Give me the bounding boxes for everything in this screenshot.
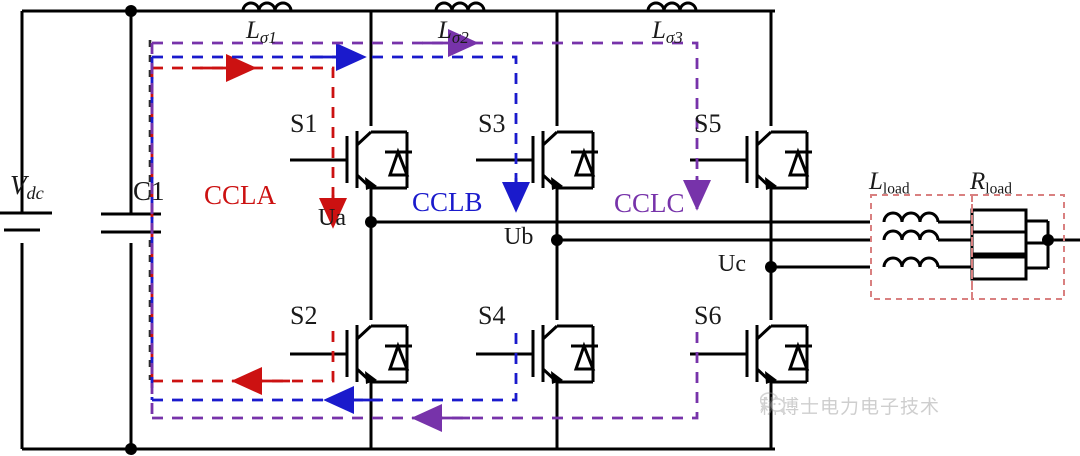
stray-inductor-1 [241,1,293,12]
loop-label-cclb: CCLB [412,187,483,217]
load-inductor-boundary-box [870,194,973,300]
phase-output-wires [371,220,870,269]
switch-label-s5: S5 [694,109,722,138]
common-mode-loop-b-path [150,43,530,414]
igbt-s6 [690,324,812,384]
phase-leg-wires [369,11,773,449]
dc-source-symbol [0,211,52,232]
wechat-icon [760,392,786,414]
watermark: 耕博士电力电子技术 [760,392,940,419]
capacitor-label: C1 [133,176,165,206]
common-mode-loop-c-path [150,29,711,432]
switch-label-s3: S3 [478,109,506,138]
vdc-label: Vdc [10,170,44,204]
load-resistors [970,208,1028,281]
igbt-s1 [290,130,412,190]
igbt-s3 [476,130,598,190]
phase-node-label-ua: Ua [318,205,346,231]
switch-label-s6: S6 [694,301,722,330]
stray-inductor-3 [646,1,698,12]
igbt-s5 [690,130,812,190]
load-star-point-wires [1026,219,1080,270]
switch-label-s4: S4 [478,301,506,330]
stray-inductor-3-label: Lσ3 [652,17,683,47]
load-inductor-label: Lload [869,168,910,198]
loop-label-ccla: CCLA [204,180,277,210]
watermark-text: 耕博士电力电子技术 [760,396,941,418]
load-resistor-boundary-box [971,194,1065,300]
load-inductors [882,211,972,269]
stray-inductor-2 [434,1,486,12]
stray-inductor-2-label: Lσ2 [438,17,469,47]
switch-label-s1: S1 [290,109,318,138]
load-resistor-label: Rload [970,168,1012,198]
bus-junction-dots [125,5,1054,455]
phase-node-label-uc: Uc [718,251,746,277]
loop-label-cclc: CCLC [614,188,685,218]
igbt-s2 [290,324,412,384]
phase-node-label-ub: Ub [504,224,534,250]
stray-inductor-1-label: Lσ1 [246,17,277,47]
igbt-s4 [476,324,598,384]
switch-label-s2: S2 [290,301,318,330]
